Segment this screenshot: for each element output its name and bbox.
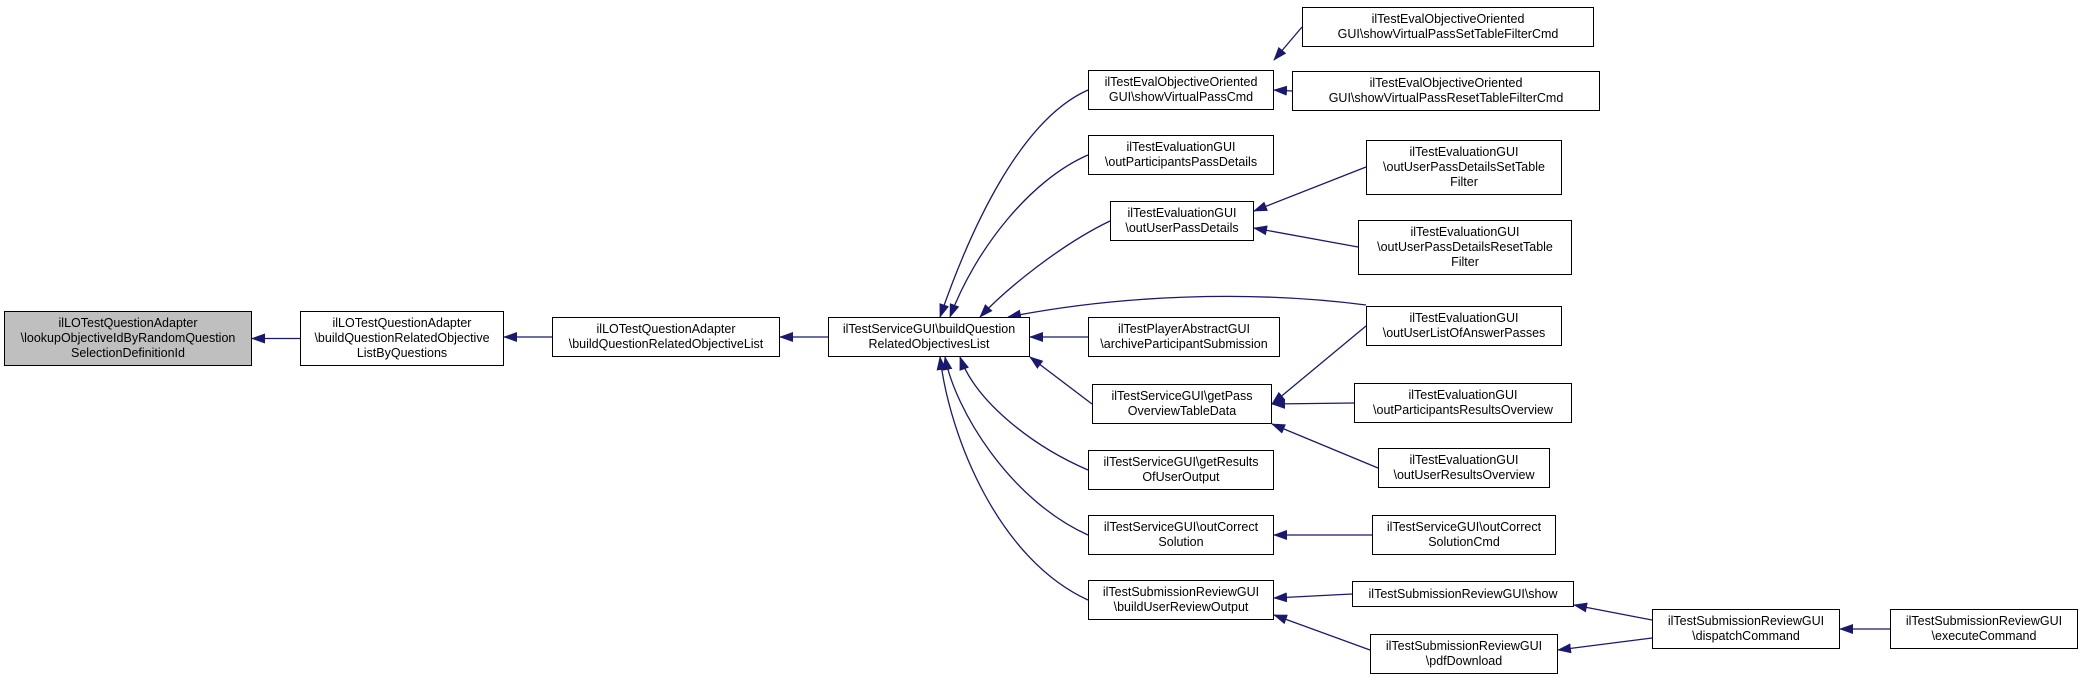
call-edge xyxy=(1029,356,1093,405)
call-edge xyxy=(979,220,1111,318)
node-archive-participant-submission[interactable]: ilTestPlayerAbstractGUI \archiveParticip… xyxy=(1088,317,1280,357)
call-edge xyxy=(1557,637,1653,654)
call-edge xyxy=(1271,398,1355,409)
node-build-question-related-objective-list-by-questions[interactable]: ilLOTestQuestionAdapter \buildQuestionRe… xyxy=(300,311,504,366)
call-edge xyxy=(1271,423,1379,469)
call-edge xyxy=(942,356,1089,536)
node-test-service-build-question-related-objectives-list[interactable]: ilTestServiceGUI\buildQuestion RelatedOb… xyxy=(828,317,1030,357)
call-edge xyxy=(939,89,1089,318)
call-edge xyxy=(1273,592,1353,603)
node-out-participants-results-overview[interactable]: ilTestEvaluationGUI \outParticipantsResu… xyxy=(1354,383,1572,423)
node-out-user-pass-details-set-table-filter[interactable]: ilTestEvaluationGUI \outUserPassDetailsS… xyxy=(1366,140,1562,195)
node-build-user-review-output[interactable]: ilTestSubmissionReviewGUI \buildUserRevi… xyxy=(1088,580,1274,620)
node-out-user-pass-details[interactable]: ilTestEvaluationGUI \outUserPassDetails xyxy=(1110,201,1254,241)
call-edge xyxy=(1273,26,1303,61)
node-lookup-objective-id-by-random-question: ilLOTestQuestionAdapter \lookupObjective… xyxy=(4,311,252,366)
node-build-question-related-objective-list[interactable]: ilLOTestQuestionAdapter \buildQuestionRe… xyxy=(552,317,780,357)
call-edge xyxy=(949,154,1089,318)
node-get-pass-overview-table-data[interactable]: ilTestServiceGUI\getPass OverviewTableDa… xyxy=(1092,384,1272,424)
node-out-correct-solution[interactable]: ilTestServiceGUI\outCorrect Solution xyxy=(1088,515,1274,555)
call-edge xyxy=(1253,166,1367,212)
node-out-user-list-of-answer-passes[interactable]: ilTestEvaluationGUI \outUserListOfAnswer… xyxy=(1366,306,1562,346)
call-edge xyxy=(1573,602,1653,621)
node-submission-review-show[interactable]: ilTestSubmissionReviewGUI\show xyxy=(1352,581,1574,607)
node-pdf-download[interactable]: ilTestSubmissionReviewGUI \pdfDownload xyxy=(1370,634,1558,674)
node-out-user-results-overview[interactable]: ilTestEvaluationGUI \outUserResultsOverv… xyxy=(1378,448,1550,488)
call-edge xyxy=(959,356,1089,471)
node-dispatch-command[interactable]: ilTestSubmissionReviewGUI \dispatchComma… xyxy=(1652,609,1840,649)
node-out-correct-solution-cmd[interactable]: ilTestServiceGUI\outCorrect SolutionCmd xyxy=(1372,515,1556,555)
call-edge xyxy=(936,356,1089,601)
node-execute-command[interactable]: ilTestSubmissionReviewGUI \executeComman… xyxy=(1890,609,2078,649)
call-edge xyxy=(1273,614,1371,651)
node-show-virtual-pass-cmd[interactable]: ilTestEvalObjectiveOriented GUI\showVirt… xyxy=(1088,70,1274,110)
node-out-user-pass-details-reset-table-filter[interactable]: ilTestEvaluationGUI \outUserPassDetailsR… xyxy=(1358,220,1572,275)
node-show-virtual-pass-set-table-filter-cmd[interactable]: ilTestEvalObjectiveOriented GUI\showVirt… xyxy=(1302,7,1594,47)
node-get-results-of-user-output[interactable]: ilTestServiceGUI\getResults OfUserOutput xyxy=(1088,450,1274,490)
call-edge xyxy=(1253,225,1359,248)
node-show-virtual-pass-reset-table-filter-cmd[interactable]: ilTestEvalObjectiveOriented GUI\showVirt… xyxy=(1292,71,1600,111)
call-edge xyxy=(1007,295,1367,320)
call-edge xyxy=(1273,85,1293,96)
node-out-participants-pass-details[interactable]: ilTestEvaluationGUI \outParticipantsPass… xyxy=(1088,135,1274,175)
call-edge xyxy=(1271,325,1367,405)
